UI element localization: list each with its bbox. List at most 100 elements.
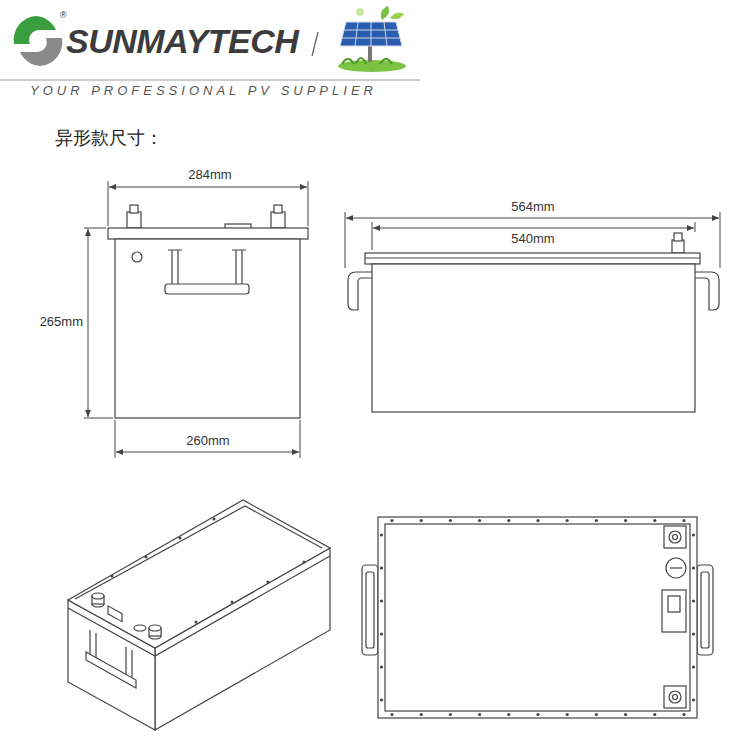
frame-rivets xyxy=(420,713,423,716)
isometric-view xyxy=(68,556,330,656)
isometric-view xyxy=(149,625,161,631)
frame-rivets xyxy=(380,632,383,635)
header-rule xyxy=(0,80,420,81)
front-view xyxy=(130,205,138,213)
frame-rivets xyxy=(624,713,627,716)
dimension-lines xyxy=(308,181,309,226)
side-view xyxy=(672,240,684,253)
logo-divider xyxy=(312,32,318,56)
frame-rivets xyxy=(624,519,627,522)
dimension-lines xyxy=(372,222,373,250)
solar-panel-icon xyxy=(342,58,392,64)
isometric-view xyxy=(68,500,330,648)
dimension-lines xyxy=(88,229,89,417)
frame-rivets xyxy=(478,713,481,716)
side-view xyxy=(695,272,719,310)
registered-mark: ® xyxy=(60,10,67,20)
top-view xyxy=(366,572,374,648)
lid-rivets xyxy=(267,581,270,584)
logo-icon xyxy=(14,16,63,66)
front-view xyxy=(274,205,282,213)
header-rule xyxy=(0,80,420,81)
frame-rivets xyxy=(692,632,695,635)
tagline: YOUR PROFESSIONAL PV SUPPLIER xyxy=(30,84,377,99)
frame-rivets xyxy=(536,713,539,716)
frame-rivets xyxy=(536,519,539,522)
frame-rivets xyxy=(390,713,393,716)
frame-rivets xyxy=(692,599,695,602)
frame-rivets xyxy=(682,519,685,522)
frame-rivets xyxy=(653,519,656,522)
dimension-label: 265mm xyxy=(40,315,83,330)
lid-rivets xyxy=(231,601,234,604)
top-view xyxy=(669,691,681,703)
frame-rivets xyxy=(682,713,685,716)
top-view xyxy=(669,531,681,543)
frame-rivets xyxy=(420,519,423,522)
top-view xyxy=(666,558,686,578)
dimension-lines xyxy=(720,212,721,268)
frame-rivets xyxy=(380,599,383,602)
top-view xyxy=(664,686,686,708)
side-view xyxy=(365,253,700,264)
solar-panel-icon xyxy=(356,8,364,16)
lid-rivets xyxy=(179,537,182,540)
top-view xyxy=(378,517,697,718)
top-view xyxy=(362,565,378,655)
solar-panel-icon xyxy=(341,22,401,46)
frame-rivets xyxy=(566,519,569,522)
front-view xyxy=(108,228,308,239)
lid-rivets xyxy=(303,561,306,564)
top-view xyxy=(668,596,680,612)
lid-rivets xyxy=(111,575,114,578)
dimension-lines xyxy=(84,418,113,419)
lid-rivets xyxy=(213,518,216,521)
top-view xyxy=(385,524,690,711)
frame-rivets xyxy=(566,713,569,716)
side-view xyxy=(674,233,682,241)
dimension-lines xyxy=(109,187,307,188)
solar-panel-icon xyxy=(390,13,404,20)
lid-rivets xyxy=(145,556,148,559)
dimension-lines xyxy=(373,228,694,229)
dimension-lines xyxy=(345,212,346,268)
dimension-lines xyxy=(346,218,719,219)
front-view xyxy=(115,239,300,418)
top-view xyxy=(673,695,678,700)
frame-rivets xyxy=(380,533,383,536)
frame-rivets xyxy=(692,566,695,569)
isometric-view xyxy=(134,625,146,631)
dimension-label: 260mm xyxy=(186,434,229,449)
logo-icon xyxy=(20,38,62,66)
dimension-lines xyxy=(108,181,109,226)
frame-rivets xyxy=(449,519,452,522)
dimension-lines xyxy=(116,452,299,453)
top-view xyxy=(701,572,709,648)
frame-rivets xyxy=(380,566,383,569)
dimension-label: 564mm xyxy=(511,200,554,215)
frame-rivets xyxy=(692,665,695,668)
solar-panel-icon xyxy=(338,6,406,72)
frame-rivets xyxy=(390,519,393,522)
logo-divider xyxy=(312,32,318,56)
frame-rivets xyxy=(478,519,481,522)
front-view xyxy=(108,205,308,418)
lid-rivets xyxy=(195,621,198,624)
isometric-view xyxy=(68,500,330,730)
frame-rivets xyxy=(692,533,695,536)
solar-panel-icon xyxy=(340,22,402,46)
lid-rivets xyxy=(111,518,306,624)
top-view xyxy=(670,567,682,568)
isometric-view xyxy=(75,506,322,599)
top-view xyxy=(362,517,713,718)
front-view xyxy=(127,212,141,228)
frame-rivets xyxy=(507,713,510,716)
brand-name: SUNMAYTECH xyxy=(66,22,298,61)
frame-rivets xyxy=(380,698,383,701)
side-view xyxy=(348,233,719,412)
top-view xyxy=(662,590,686,632)
front-view xyxy=(165,284,249,294)
frame-rivets xyxy=(380,519,695,716)
frame-rivets xyxy=(449,713,452,716)
